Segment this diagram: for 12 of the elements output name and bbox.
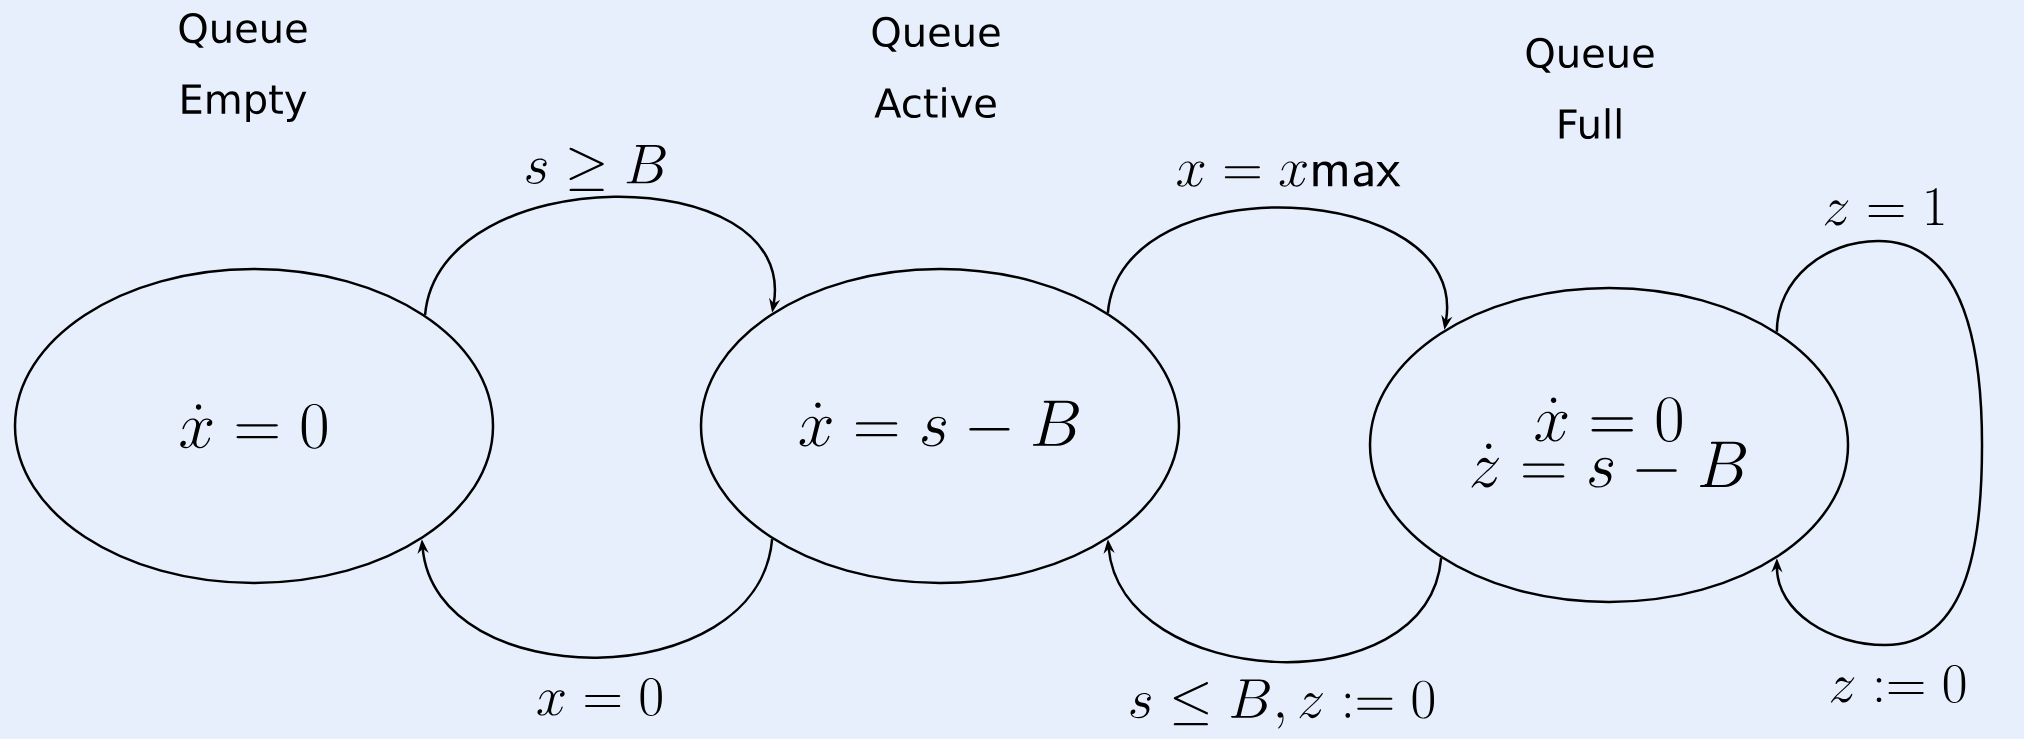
edge-label: $s \geq B$	[521, 143, 671, 193]
edge-label: $x = x\mathsf{max}$	[1173, 159, 1403, 189]
arrow	[417, 538, 774, 659]
state-title: Queue Active	[872, 16, 1000, 119]
transition-label: $z := 0$	[1826, 663, 1970, 705]
arrow	[1771, 239, 1984, 647]
edge-label: $z = 1$	[1820, 186, 1950, 228]
state-title: Queue Empty	[179, 13, 307, 122]
edge-label: $x = 0$	[533, 676, 667, 718]
arrow	[423, 195, 781, 316]
edge-label: $s \leq B, z := 0$	[1125, 677, 1439, 731]
state-title: Queue Full	[1526, 37, 1654, 140]
